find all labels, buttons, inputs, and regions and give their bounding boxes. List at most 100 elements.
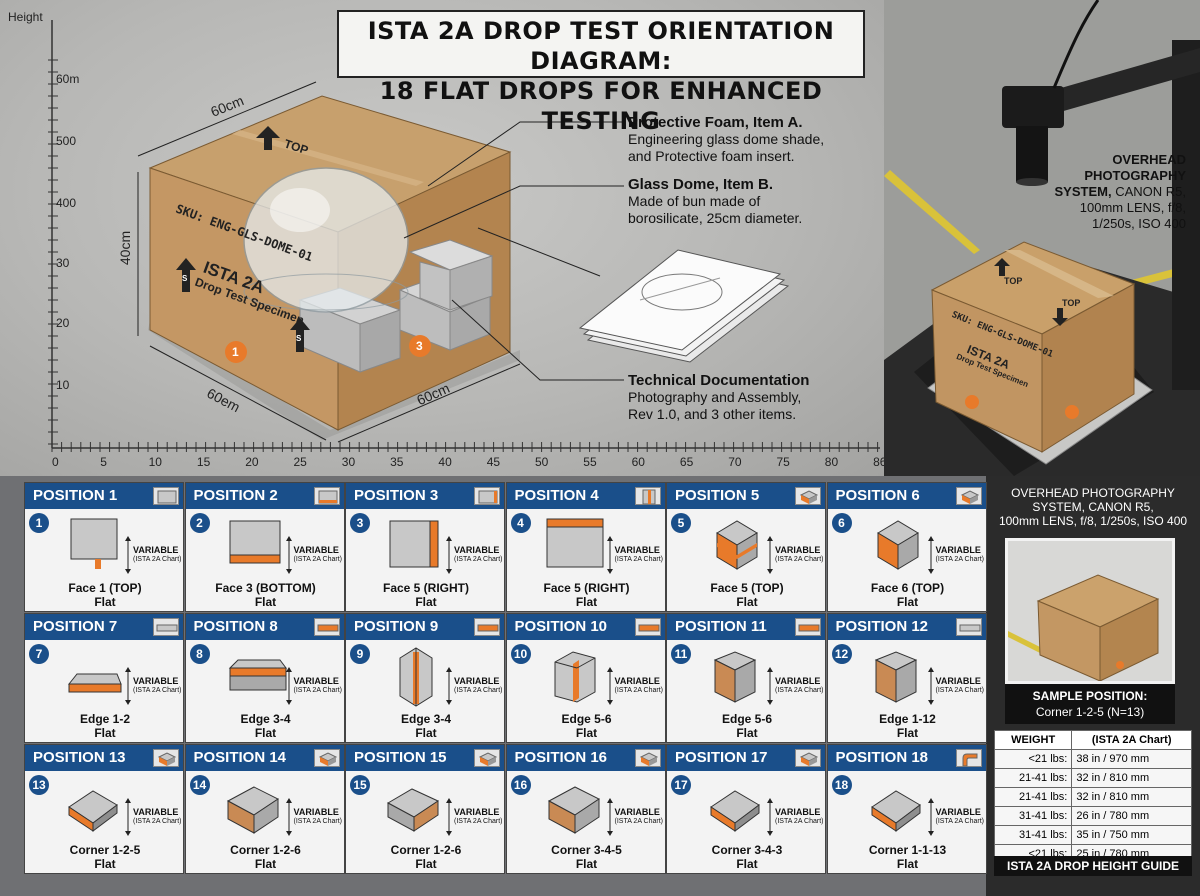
position-number-badge: 8 (189, 644, 210, 664)
orientation-icon (955, 749, 982, 767)
drop-height-arrow-icon (767, 667, 773, 705)
variable-label: VARIABLE (ISTA 2A Chart) (454, 807, 503, 827)
drop-height-arrow-icon (285, 536, 292, 574)
position-header: POSITION 11 (667, 614, 825, 640)
position-caption: Face 5 (TOP) (710, 581, 784, 595)
position-title: POSITION 16 (514, 749, 608, 766)
x-tick-label: 45 (486, 455, 501, 469)
weight-table: WEIGHT (ISTA 2A Chart) <21 lbs:38 in / 9… (993, 730, 1192, 864)
position-caption: Face 5 (RIGHT) (382, 581, 469, 595)
variable-label: VARIABLE (ISTA 2A Chart) (936, 807, 985, 827)
photo-box-top-label-2: TOP (1062, 298, 1081, 308)
position-caption-sub: Flat (896, 595, 919, 609)
callout-foam-title: Protective Foam, Item A. (628, 114, 803, 131)
variable-subtext: (ISTA 2A Chart) (935, 687, 985, 694)
documentation-sheets (578, 249, 790, 363)
position-title: POSITION 3 (354, 487, 439, 504)
position-caption-sub: Flat (415, 595, 437, 609)
variable-subtext: (ISTA 2A Chart) (454, 556, 503, 563)
x-tick-label: 15 (196, 455, 211, 469)
position-card: POSITION 11 11 VARIABLE (ISTA 2A Chart) … (666, 613, 826, 743)
variable-subtext: (ISTA 2A Chart) (133, 818, 182, 825)
position-header: POSITION 13 (25, 745, 183, 771)
drop-height-arrow-icon (285, 798, 292, 836)
variable-text: VARIABLE (935, 807, 981, 817)
x-tick-label: 5 (100, 455, 107, 469)
position-caption: Face 6 (TOP) (870, 581, 945, 595)
position-caption: Edge 5-6 (721, 712, 772, 726)
x-tick-label: 65 (679, 455, 694, 469)
position-card: POSITION 10 10 VARIABLE (ISTA 2A Chart) … (505, 613, 666, 743)
variable-label: VARIABLE (ISTA 2A Chart) (775, 545, 824, 565)
position-caption-sub: Flat (94, 726, 116, 740)
weight-row: 21-41 lbs:32 in / 810 mm (993, 768, 1192, 788)
orientation-figure (870, 790, 921, 832)
dim-height-label: 40cm (117, 230, 134, 266)
variable-text: VARIABLE (293, 676, 339, 686)
variable-text: VARIABLE (454, 545, 500, 555)
drop-height-arrow-icon (767, 798, 773, 836)
variable-subtext: (ISTA 2A Chart) (614, 818, 664, 825)
position-caption-sub: Flat (736, 857, 758, 871)
orientation-icon (313, 749, 340, 767)
position-caption-sub: Flat (254, 726, 277, 740)
position-card: POSITION 12 12 VARIABLE (ISTA 2A Chart) … (826, 613, 987, 743)
position-number-badge: 7 (29, 644, 49, 664)
position-card: POSITION 4 4 VARIABLE (ISTA 2A Chart) Fa… (505, 482, 666, 612)
position-number-badge: 2 (189, 513, 210, 533)
variable-subtext: (ISTA 2A Chart) (454, 818, 503, 825)
orientation-figure (67, 673, 122, 693)
position-number-badge: 14 (189, 775, 210, 795)
height-cell: 26 in / 780 mm (1071, 806, 1192, 826)
y-ruler-ticks (48, 59, 58, 445)
position-caption: Edge 1-2 (79, 712, 130, 726)
x-tick-label: 40 (438, 455, 452, 469)
position-caption: Edge 1-12 (879, 712, 936, 726)
position-card: POSITION 16 16 VARIABLE (ISTA 2A Chart) … (505, 744, 666, 874)
position-card: POSITION 17 17 VARIABLE (ISTA 2A Chart) … (666, 744, 826, 874)
position-header: POSITION 18 (827, 745, 986, 771)
position-caption: Face 1 (TOP) (68, 581, 142, 595)
orientation-icon (634, 618, 661, 636)
variable-text: VARIABLE (293, 807, 339, 817)
camera-icon (1002, 86, 1064, 128)
position-caption-sub: Flat (94, 595, 116, 609)
x-tick-label: 55 (583, 455, 597, 469)
position-number-badge: 15 (350, 775, 370, 795)
position-header: POSITION 9 (346, 614, 504, 640)
title-line-2: 18 FLAT DROPS FOR ENHANCED TESTING (379, 77, 823, 135)
orientation-icon (153, 487, 179, 505)
x-tick-label: 25 (293, 455, 307, 469)
variable-subtext: (ISTA 2A Chart) (935, 818, 985, 825)
sidebar-panel: OVERHEAD PHOTOGRAPHY SYSTEM, CANON R5, 1… (986, 476, 1200, 896)
position-title: POSITION 10 (514, 618, 608, 635)
height-cell: 35 in / 750 mm (1071, 825, 1192, 845)
position-caption-sub: Flat (254, 595, 277, 609)
variable-subtext: (ISTA 2A Chart) (775, 556, 824, 563)
position-number-badge: 11 (671, 644, 691, 664)
sample-photo (1005, 538, 1175, 684)
position-number-badge: 3 (350, 513, 370, 533)
position-title: POSITION 2 (193, 487, 278, 504)
position-caption-sub: Flat (94, 857, 116, 871)
callout-dome-line1: Made of bun made of (628, 193, 761, 209)
photo-cap-line3a: SYSTEM, (1054, 184, 1112, 199)
position-title: POSITION 7 (33, 618, 118, 635)
position-card: POSITION 2 2 VARIABLE (ISTA 2A Chart) Fa… (184, 482, 345, 612)
position-title: POSITION 13 (33, 749, 126, 766)
position-caption-sub: Flat (575, 726, 598, 740)
position-caption: Edge 5-6 (561, 712, 612, 726)
callout-dome: Glass Dome, Item B. Made of bun made of … (628, 176, 802, 227)
variable-label: VARIABLE (ISTA 2A Chart) (294, 676, 343, 696)
position-header: POSITION 4 (506, 483, 665, 509)
orientation-figure (874, 651, 917, 703)
x-tick-label: 30 (341, 455, 356, 469)
variable-label: VARIABLE (ISTA 2A Chart) (133, 545, 182, 565)
variable-label: VARIABLE (ISTA 2A Chart) (936, 676, 985, 696)
orientation-icon (795, 618, 821, 636)
photo-caption: OVERHEAD PHOTOGRAPHY SYSTEM, CANON R5, 1… (1026, 152, 1186, 232)
orientation-figure (228, 659, 287, 691)
position-card: POSITION 13 13 VARIABLE (ISTA 2A Chart) … (24, 744, 184, 874)
orientation-figure (229, 520, 280, 564)
y-axis-title: Height (8, 10, 43, 24)
